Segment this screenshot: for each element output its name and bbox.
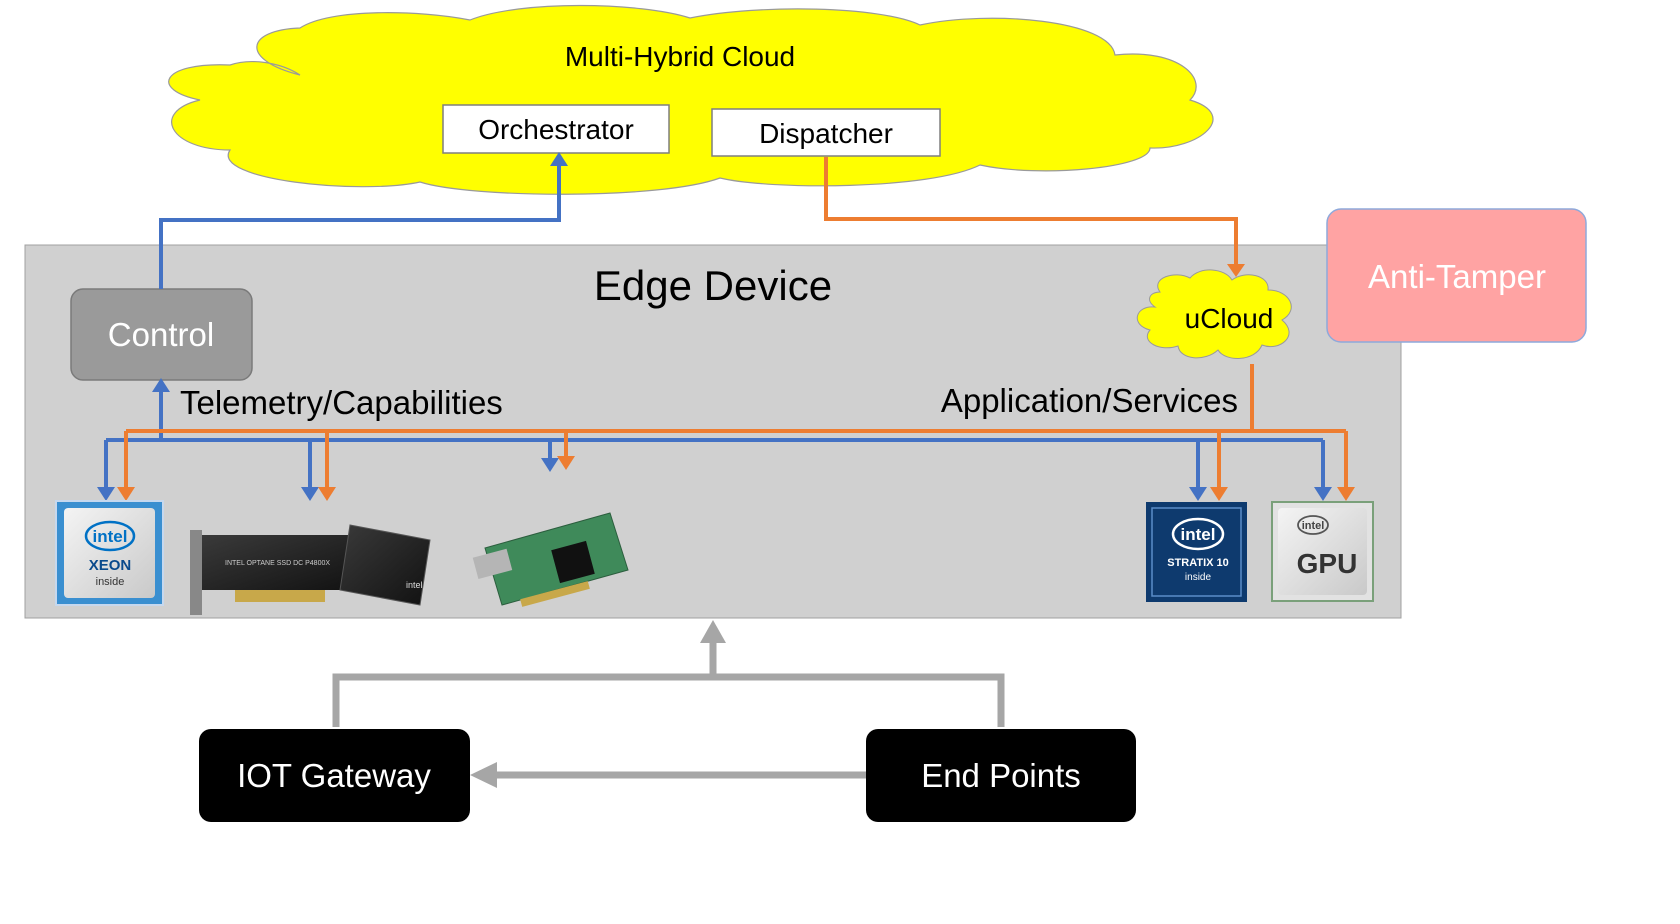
orchestrator-arrowhead (550, 152, 568, 166)
svg-text:intel: intel (406, 580, 423, 590)
iot-gateway-box (199, 729, 470, 822)
orchestrator-box (442, 104, 670, 154)
anti-tamper-label: Anti-Tamper (1368, 258, 1546, 295)
gpu-chip-icon: intel GPU (1271, 501, 1374, 602)
svg-text:intel: intel (93, 527, 128, 546)
edge-device-up-arrowhead (700, 620, 726, 643)
optane-ssd-icon: INTEL OPTANE SSD DC P4800X intel (190, 524, 431, 615)
svg-text:inside: inside (96, 576, 125, 588)
telemetry-arrowheads (97, 378, 1332, 501)
svg-text:XEON: XEON (89, 557, 132, 574)
iot-gateway-label: IOT Gateway (237, 757, 431, 794)
orchestrator-label: Orchestrator (478, 114, 634, 145)
application-arrowheads (117, 456, 1355, 501)
ucloud: uCloud (1137, 269, 1292, 359)
end-points-box (866, 729, 1136, 822)
svg-text:inside: inside (1185, 572, 1212, 583)
dispatcher-to-ucloud-line (824, 157, 1238, 264)
xeon-chip-icon: intel XEON inside (55, 500, 164, 606)
stratix-chip-icon: intel STRATIX 10 inside (1146, 502, 1247, 602)
svg-text:INTEL OPTANE SSD DC P4800X: INTEL OPTANE SSD DC P4800X (225, 560, 330, 567)
svg-text:intel: intel (1181, 525, 1216, 544)
network-card-icon (472, 512, 629, 607)
ingest-lines (332, 643, 1005, 779)
iot-gateway-left-arrowhead (470, 762, 497, 788)
multi-hybrid-cloud: Multi-Hybrid Cloud Orchestrator Dispatch… (168, 4, 1214, 195)
ucloud-label: uCloud (1185, 303, 1274, 334)
application-services-label: Application/Services (941, 382, 1238, 419)
end-points-label: End Points (921, 757, 1081, 794)
control-label: Control (108, 316, 214, 353)
ucloud-arrowhead (1227, 264, 1245, 277)
control-to-orchestrator-line (159, 162, 561, 289)
dispatcher-box (711, 108, 941, 157)
dispatcher-label: Dispatcher (759, 118, 893, 149)
cloud-title: Multi-Hybrid Cloud (565, 41, 795, 72)
svg-text:STRATIX 10: STRATIX 10 (1167, 557, 1229, 569)
telemetry-label: Telemetry/Capabilities (180, 384, 503, 421)
svg-text:intel: intel (1302, 520, 1325, 532)
edge-device-title: Edge Device (594, 262, 832, 309)
application-bus (124, 364, 1348, 490)
svg-text:GPU: GPU (1297, 548, 1358, 579)
anti-tamper-box (1326, 208, 1587, 343)
